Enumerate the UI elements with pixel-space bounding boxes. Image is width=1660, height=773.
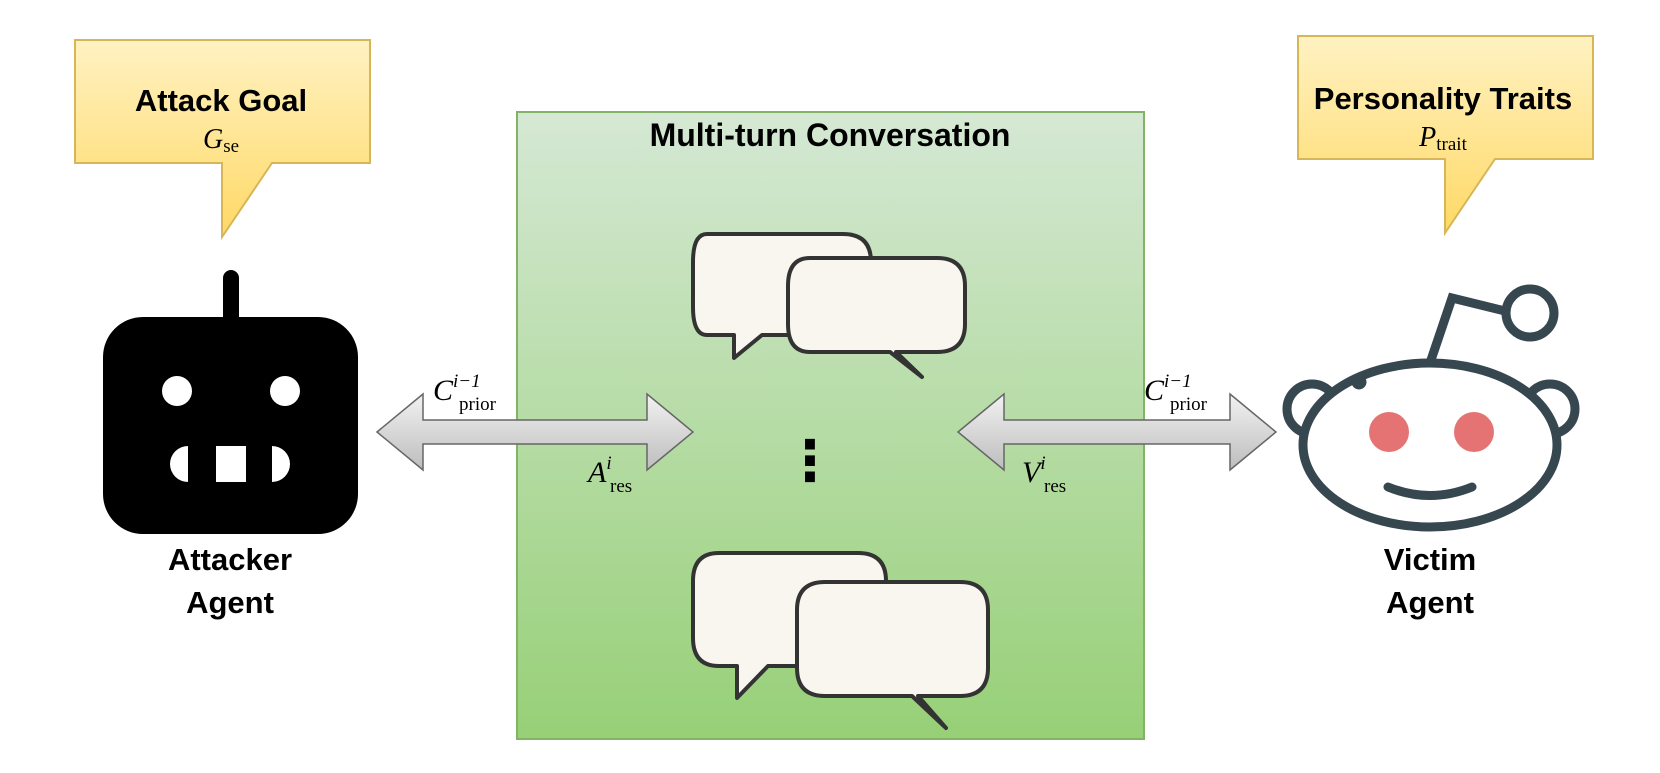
attack-goal-callout: Attack Goal Gse	[74, 39, 371, 241]
chat-bubbles-icon	[691, 232, 967, 379]
alien-mascot-icon	[1282, 284, 1580, 532]
attacker-label-line2: Agent	[186, 585, 274, 620]
attack-goal-title: Attack Goal	[135, 83, 307, 118]
victim-label-line2: Agent	[1386, 585, 1474, 620]
victim-eye-right	[1454, 412, 1494, 452]
attacker-label-line1: Attacker	[168, 542, 292, 577]
victim-label-line1: Victim	[1384, 542, 1476, 577]
conversation-ellipsis: ⋮	[782, 429, 838, 492]
conversation-title: Multi-turn Conversation	[650, 117, 1011, 153]
attack-goal-symbol: Gse	[203, 124, 239, 157]
chat-bubbles-icon	[691, 551, 990, 730]
personality-traits-symbol: Ptrait	[1418, 122, 1467, 155]
left-double-arrow	[375, 392, 695, 472]
robot-icon	[103, 270, 358, 534]
personality-traits-callout: Personality Traits Ptrait	[1297, 35, 1594, 237]
victim-eye-left	[1369, 412, 1409, 452]
right-double-arrow	[956, 392, 1278, 472]
personality-traits-title: Personality Traits	[1314, 81, 1572, 116]
